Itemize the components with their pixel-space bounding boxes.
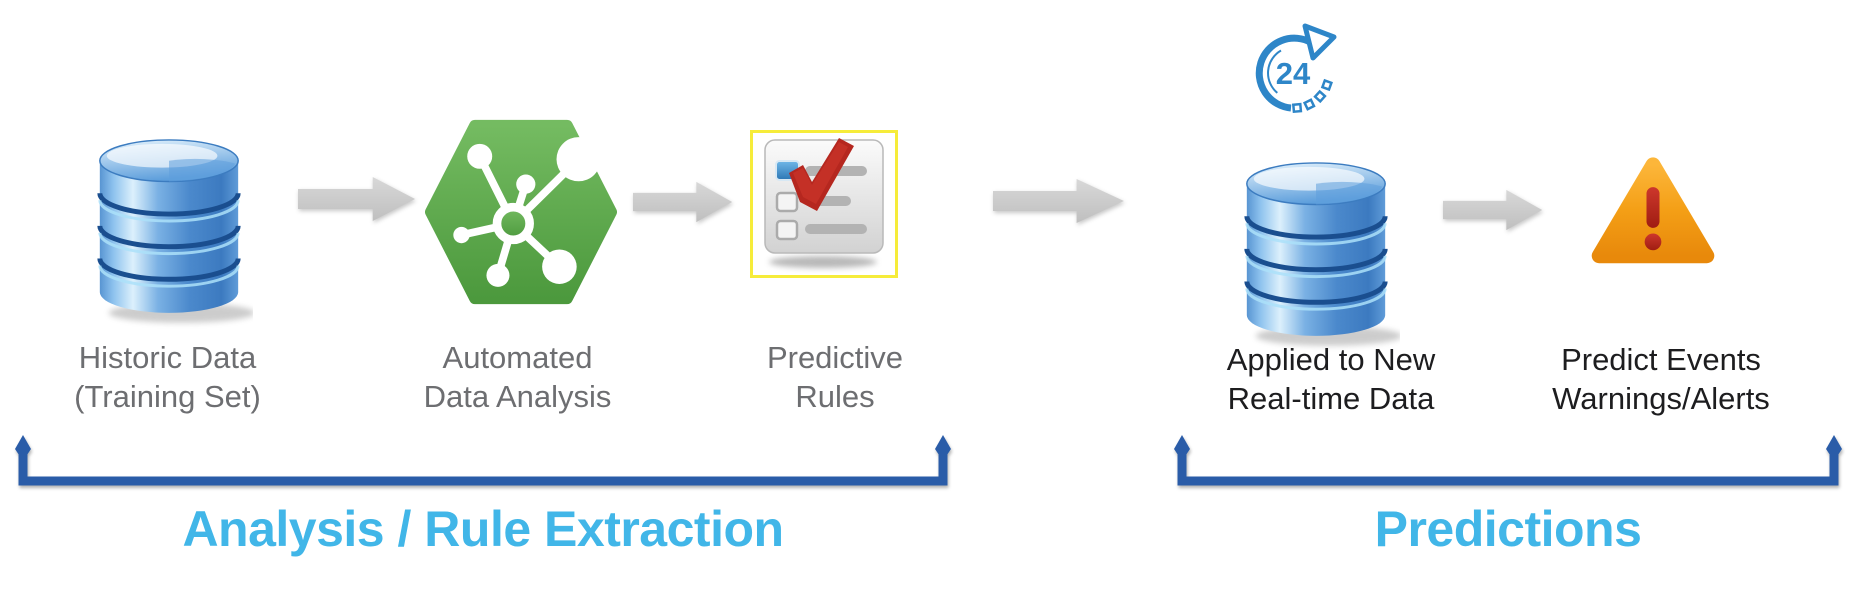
label-line: Rules (795, 379, 875, 414)
automated-analysis-hexagon-icon (425, 113, 617, 311)
historic-database-icon (85, 108, 253, 330)
flow-arrow-icon (993, 178, 1125, 224)
label-line: Automated (442, 340, 593, 375)
badge-24-text: 24 (1276, 56, 1311, 91)
group-heading-predictions: Predictions (1374, 501, 1642, 557)
predictive-rules-checklist-icon (750, 130, 898, 278)
stage-label-automated-analysis: Automated Data Analysis (375, 338, 660, 416)
warning-triangle-icon (1588, 145, 1718, 283)
stage-label-predictive-rules: Predictive Rules (695, 338, 975, 416)
label-line: Data Analysis (423, 379, 612, 414)
flow-arrow-icon (633, 181, 733, 223)
label-line: Predict Events (1561, 342, 1761, 377)
group-heading-analysis-rule-extraction: Analysis / Rule Extraction (182, 501, 784, 557)
label-line: Real-time Data (1227, 381, 1435, 416)
flow-arrow-icon (298, 176, 416, 222)
analysis-group-bracket (9, 434, 957, 492)
stage-label-historic-data: Historic Data (Training Set) (25, 338, 310, 416)
flow-arrow-icon (1443, 189, 1543, 231)
realtime-database-icon (1232, 131, 1400, 353)
label-line: Applied to New (1226, 342, 1436, 377)
24-hour-clock-icon: 24 (1248, 20, 1348, 120)
label-line: (Training Set) (74, 379, 261, 414)
label-line: Historic Data (78, 340, 257, 375)
stage-label-predict-events: Predict Events Warnings/Alerts (1505, 340, 1817, 418)
label-line: Warnings/Alerts (1552, 381, 1770, 416)
stage-label-applied-to-new-data: Applied to New Real-time Data (1175, 340, 1487, 418)
label-line: Predictive (766, 340, 904, 375)
predictions-group-bracket (1168, 434, 1848, 492)
